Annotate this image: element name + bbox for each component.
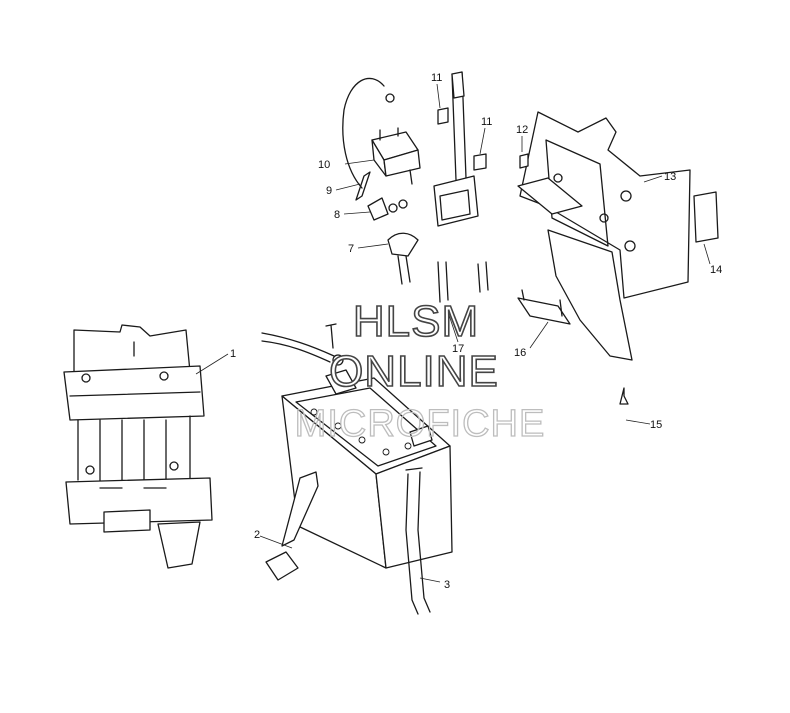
callout-1: 1 <box>230 348 236 360</box>
callout-10: 10 <box>318 159 330 171</box>
watermark: HLSM ONLINE MICROFICHE <box>294 296 546 445</box>
callout-15: 15 <box>650 419 662 431</box>
callout-7: 7 <box>348 243 354 255</box>
callout-14: 14 <box>710 264 722 276</box>
vent-tube <box>405 467 431 615</box>
battery-tray <box>63 324 213 569</box>
watermark-line-1: HLSM <box>353 297 479 346</box>
callout-17: 17 <box>452 343 464 355</box>
callout-2: 2 <box>254 529 260 541</box>
leader-lines <box>195 83 711 583</box>
callout-16: 16 <box>514 347 526 359</box>
solenoid-assembly <box>342 71 489 303</box>
mounting-bracket <box>517 111 719 405</box>
callout-13: 13 <box>664 171 676 183</box>
callout-8: 8 <box>334 209 340 221</box>
callout-labels: 1 2 3 7 8 9 10 11 11 12 13 14 15 16 17 <box>230 72 722 591</box>
callout-3: 3 <box>444 579 450 591</box>
battery-cable <box>261 323 344 366</box>
watermark-line-3: MICROFICHE <box>295 403 546 445</box>
watermark-line-2: ONLINE <box>329 347 499 396</box>
battery-strap <box>265 471 319 581</box>
callout-9: 9 <box>326 185 332 197</box>
battery <box>281 369 453 569</box>
callout-11-right: 11 <box>481 116 492 128</box>
callout-11-top: 11 <box>431 72 442 84</box>
callout-12: 12 <box>516 124 528 136</box>
